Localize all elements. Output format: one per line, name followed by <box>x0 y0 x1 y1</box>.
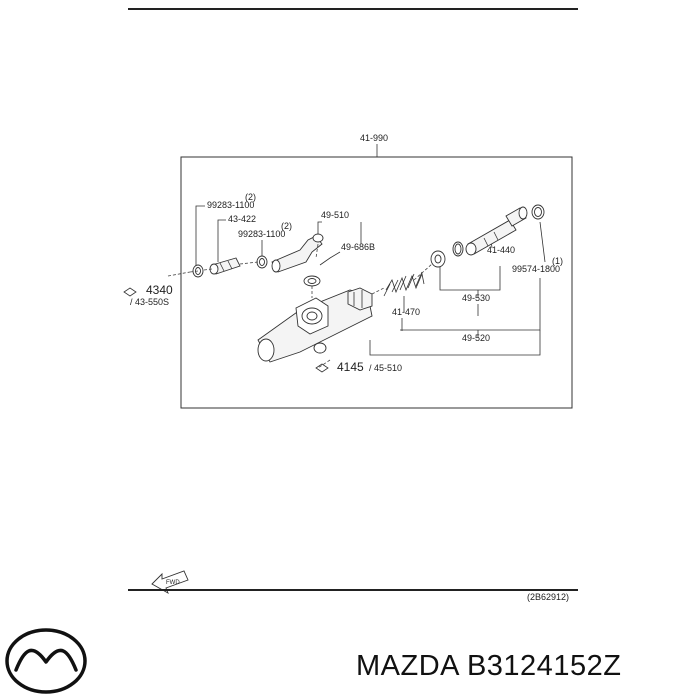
diagram-code: (2B62912) <box>527 592 569 602</box>
brand-part-number: MAZDA B3124152Z <box>356 650 621 682</box>
fwd-arrow-icon: FWD <box>151 570 189 595</box>
spring-part <box>383 271 425 297</box>
piston-part <box>465 206 528 256</box>
part-label-43422: 43-422 <box>228 214 256 224</box>
part-label-41470: 41-470 <box>392 307 420 317</box>
part-label-99283-a: 99283-1100 <box>207 200 254 210</box>
part-label-99574: 99574-1800 <box>512 264 560 274</box>
o-ring-part <box>452 241 464 257</box>
fwd-label: FWD <box>166 580 180 586</box>
clip-part-a <box>192 264 204 278</box>
assembly-ref-label: 41-990 <box>360 133 388 143</box>
master-cylinder-body <box>257 287 373 363</box>
svg-text:/ 43-550S: / 43-550S <box>130 297 169 307</box>
part-label-49510: 49-510 <box>321 210 349 220</box>
ref-4145-callout: 4145 / 45-510 <box>315 360 402 374</box>
svg-text:4340: 4340 <box>146 283 173 297</box>
part-label-99283-b: 99283-1100 <box>238 229 285 239</box>
clip-part-b <box>256 255 268 269</box>
svg-text:4145: 4145 <box>337 360 364 374</box>
part-label-49530: 49-530 <box>462 293 490 303</box>
pipe-fitting-part <box>271 233 324 273</box>
part-label-49686b: 49-686B <box>341 242 375 252</box>
mazda-logo-icon <box>5 628 87 694</box>
snap-ring-part <box>531 204 545 220</box>
qty-label-c: (1) <box>552 256 563 266</box>
part-label-41440: 41-440 <box>487 245 515 255</box>
part-label-49520: 49-520 <box>462 333 490 343</box>
hose-part <box>209 257 241 275</box>
svg-text:/ 45-510: / 45-510 <box>369 363 402 373</box>
qty-label-b: (2) <box>281 221 292 231</box>
assembly-frame <box>180 156 573 409</box>
seal-cup-part <box>430 250 446 268</box>
qty-label-a: (2) <box>245 192 256 202</box>
grommet-part <box>303 275 321 287</box>
ref-4340-callout: 4340 / 43-550S <box>123 283 173 307</box>
